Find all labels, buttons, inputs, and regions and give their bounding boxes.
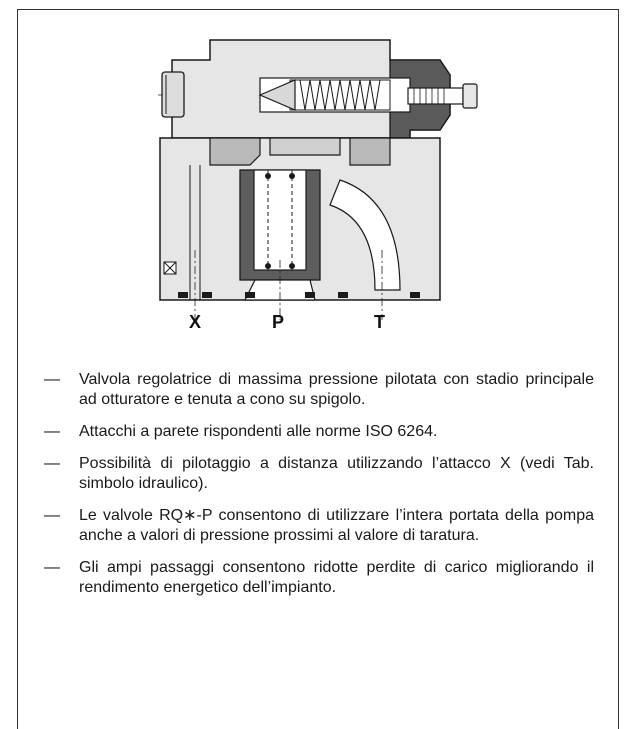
valve-cross-section-drawing (158, 39, 480, 320)
main-poppet (253, 169, 307, 271)
lock-nut (462, 83, 478, 109)
bullet-dash: — (44, 371, 60, 388)
bullet-dash: — (44, 559, 60, 576)
feature-list: — Valvola regolatrice di massima pressio… (44, 370, 594, 610)
adjusting-screw (407, 87, 464, 105)
feature-item: — Le valvole RQ∗-P consentono di utilizz… (44, 506, 594, 546)
bullet-dash: — (44, 455, 60, 472)
feature-text: Valvola regolatrice di massima pressione… (79, 371, 594, 408)
page-frame (17, 9, 619, 729)
feature-item: — Possibilità di pilotaggio a distanza u… (44, 454, 594, 494)
feature-text: Gli ampi passaggi consentono ridotte per… (79, 559, 594, 596)
port-label-t: T (374, 312, 385, 332)
feature-text: Possibilità di pilotaggio a distanza uti… (79, 455, 594, 492)
main-spring (267, 170, 293, 270)
feature-item: — Attacchi a parete rispondenti alle nor… (44, 422, 594, 442)
tank-passage (329, 179, 401, 291)
bottom-seals (178, 292, 420, 298)
bullet-dash: — (44, 423, 60, 440)
feature-text: Le valvole RQ∗-P consentono di utilizzar… (79, 507, 594, 544)
left-plug (161, 71, 185, 118)
feature-item: — Gli ampi passaggi consentono ridotte p… (44, 558, 594, 598)
pilot-poppet (258, 79, 296, 111)
bullet-dash: — (44, 507, 60, 524)
feature-item: — Valvola regolatrice di massima pressio… (44, 370, 594, 410)
port-label-p: P (272, 312, 285, 332)
feature-text: Attacchi a parete rispondenti alle norme… (79, 423, 438, 440)
port-label-x: X (189, 312, 202, 332)
